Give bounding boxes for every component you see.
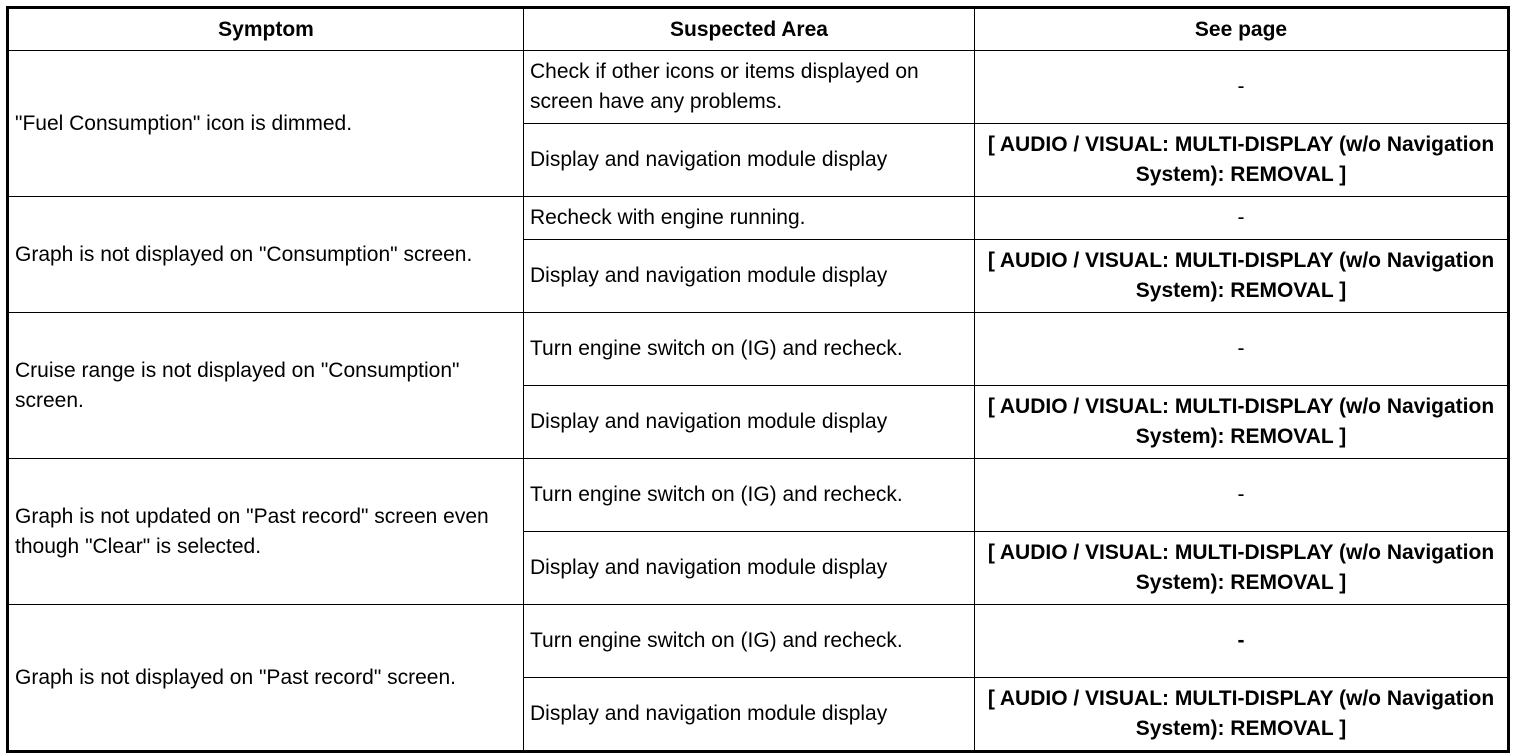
table-row: Display and navigation module display [ … (8, 385, 1509, 459)
see-page-link[interactable]: [ AUDIO / VISUAL: MULTI-DISPLAY (w/o Nav… (974, 239, 1509, 313)
suspected-area-cell: Turn engine switch on (IG) and recheck. (523, 312, 975, 386)
symptom-table: Symptom Suspected Area See page "Fuel Co… (6, 6, 1510, 753)
suspected-area-cell: Recheck with engine running. (523, 196, 975, 240)
suspected-area-cell: Turn engine switch on (IG) and recheck. (523, 604, 975, 678)
see-page-cell: - (974, 50, 1509, 124)
header-row: Symptom Suspected Area See page (7, 7, 1509, 51)
table-row: Display and navigation module display [ … (8, 677, 1509, 752)
symptom-cell: Graph is not displayed on "Past record" … (7, 604, 524, 752)
see-page-cell: - (974, 604, 1509, 678)
table-row: Display and navigation module display [ … (8, 123, 1509, 197)
see-page-cell: - (974, 312, 1509, 386)
symptom-cell: Graph is not updated on "Past record" sc… (7, 458, 524, 605)
table-row: Graph is not displayed on "Past record" … (7, 604, 1509, 752)
suspected-area-cell: Check if other icons or items displayed … (523, 50, 975, 124)
suspected-area-cell: Display and navigation module display (523, 123, 975, 197)
suspected-area-cell: Display and navigation module display (523, 239, 975, 313)
table-row: Cruise range is not displayed on "Consum… (7, 312, 1509, 459)
see-page-link[interactable]: [ AUDIO / VISUAL: MULTI-DISPLAY (w/o Nav… (974, 677, 1509, 752)
header-symptom: Symptom (7, 7, 524, 51)
table-row: Graph is not displayed on "Consumption" … (7, 196, 1509, 313)
suspected-area-cell: Display and navigation module display (523, 531, 975, 605)
header-suspected-area: Suspected Area (523, 7, 975, 51)
suspected-area-cell: Display and navigation module display (523, 385, 975, 459)
suspected-area-cell: Display and navigation module display (523, 677, 975, 752)
see-page-link[interactable]: [ AUDIO / VISUAL: MULTI-DISPLAY (w/o Nav… (974, 385, 1509, 459)
table-row: Display and navigation module display [ … (8, 531, 1509, 605)
see-page-cell: - (974, 458, 1509, 532)
symptom-cell: "Fuel Consumption" icon is dimmed. (7, 50, 524, 197)
see-page-link[interactable]: [ AUDIO / VISUAL: MULTI-DISPLAY (w/o Nav… (974, 123, 1509, 197)
table-row: Display and navigation module display [ … (8, 239, 1509, 313)
symptom-cell: Graph is not displayed on "Consumption" … (7, 196, 524, 313)
symptom-cell: Cruise range is not displayed on "Consum… (7, 312, 524, 459)
troubleshooting-table-container: Symptom Suspected Area See page "Fuel Co… (6, 6, 1510, 753)
see-page-cell: - (974, 196, 1509, 240)
table-row: Graph is not updated on "Past record" sc… (7, 458, 1509, 605)
table-row: "Fuel Consumption" icon is dimmed. Check… (7, 50, 1509, 197)
header-see-page: See page (974, 7, 1509, 51)
suspected-area-cell: Turn engine switch on (IG) and recheck. (523, 458, 975, 532)
see-page-link[interactable]: [ AUDIO / VISUAL: MULTI-DISPLAY (w/o Nav… (974, 531, 1509, 605)
